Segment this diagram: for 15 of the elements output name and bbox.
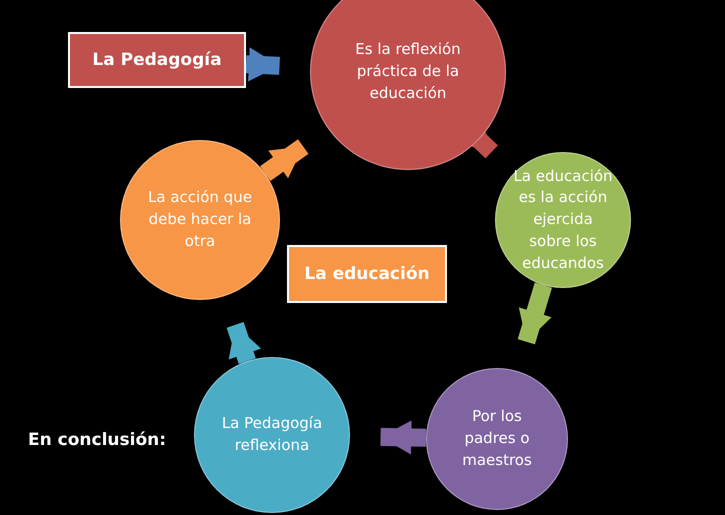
node-text: Por los padres o maestros [461, 406, 533, 471]
center-box [287, 245, 447, 303]
node-text: La Pedagogía reflexiona [220, 413, 324, 456]
node-text: Es la reflexión práctica de la educación [354, 39, 462, 104]
node-text: La educación [304, 264, 430, 284]
block-arrow [246, 47, 280, 82]
node-text: La Pedagogía [92, 50, 222, 70]
block-arrow [260, 139, 308, 181]
block-arrow [380, 420, 426, 455]
title-box [68, 32, 246, 88]
node-text: La educación es la acción ejercida sobre los educandos [513, 166, 613, 274]
block-arrow [226, 322, 262, 364]
note-text: En conclusión: [28, 430, 166, 450]
node-text: La acción que debe hacer la otra [147, 187, 253, 252]
block-arrow [518, 282, 552, 344]
